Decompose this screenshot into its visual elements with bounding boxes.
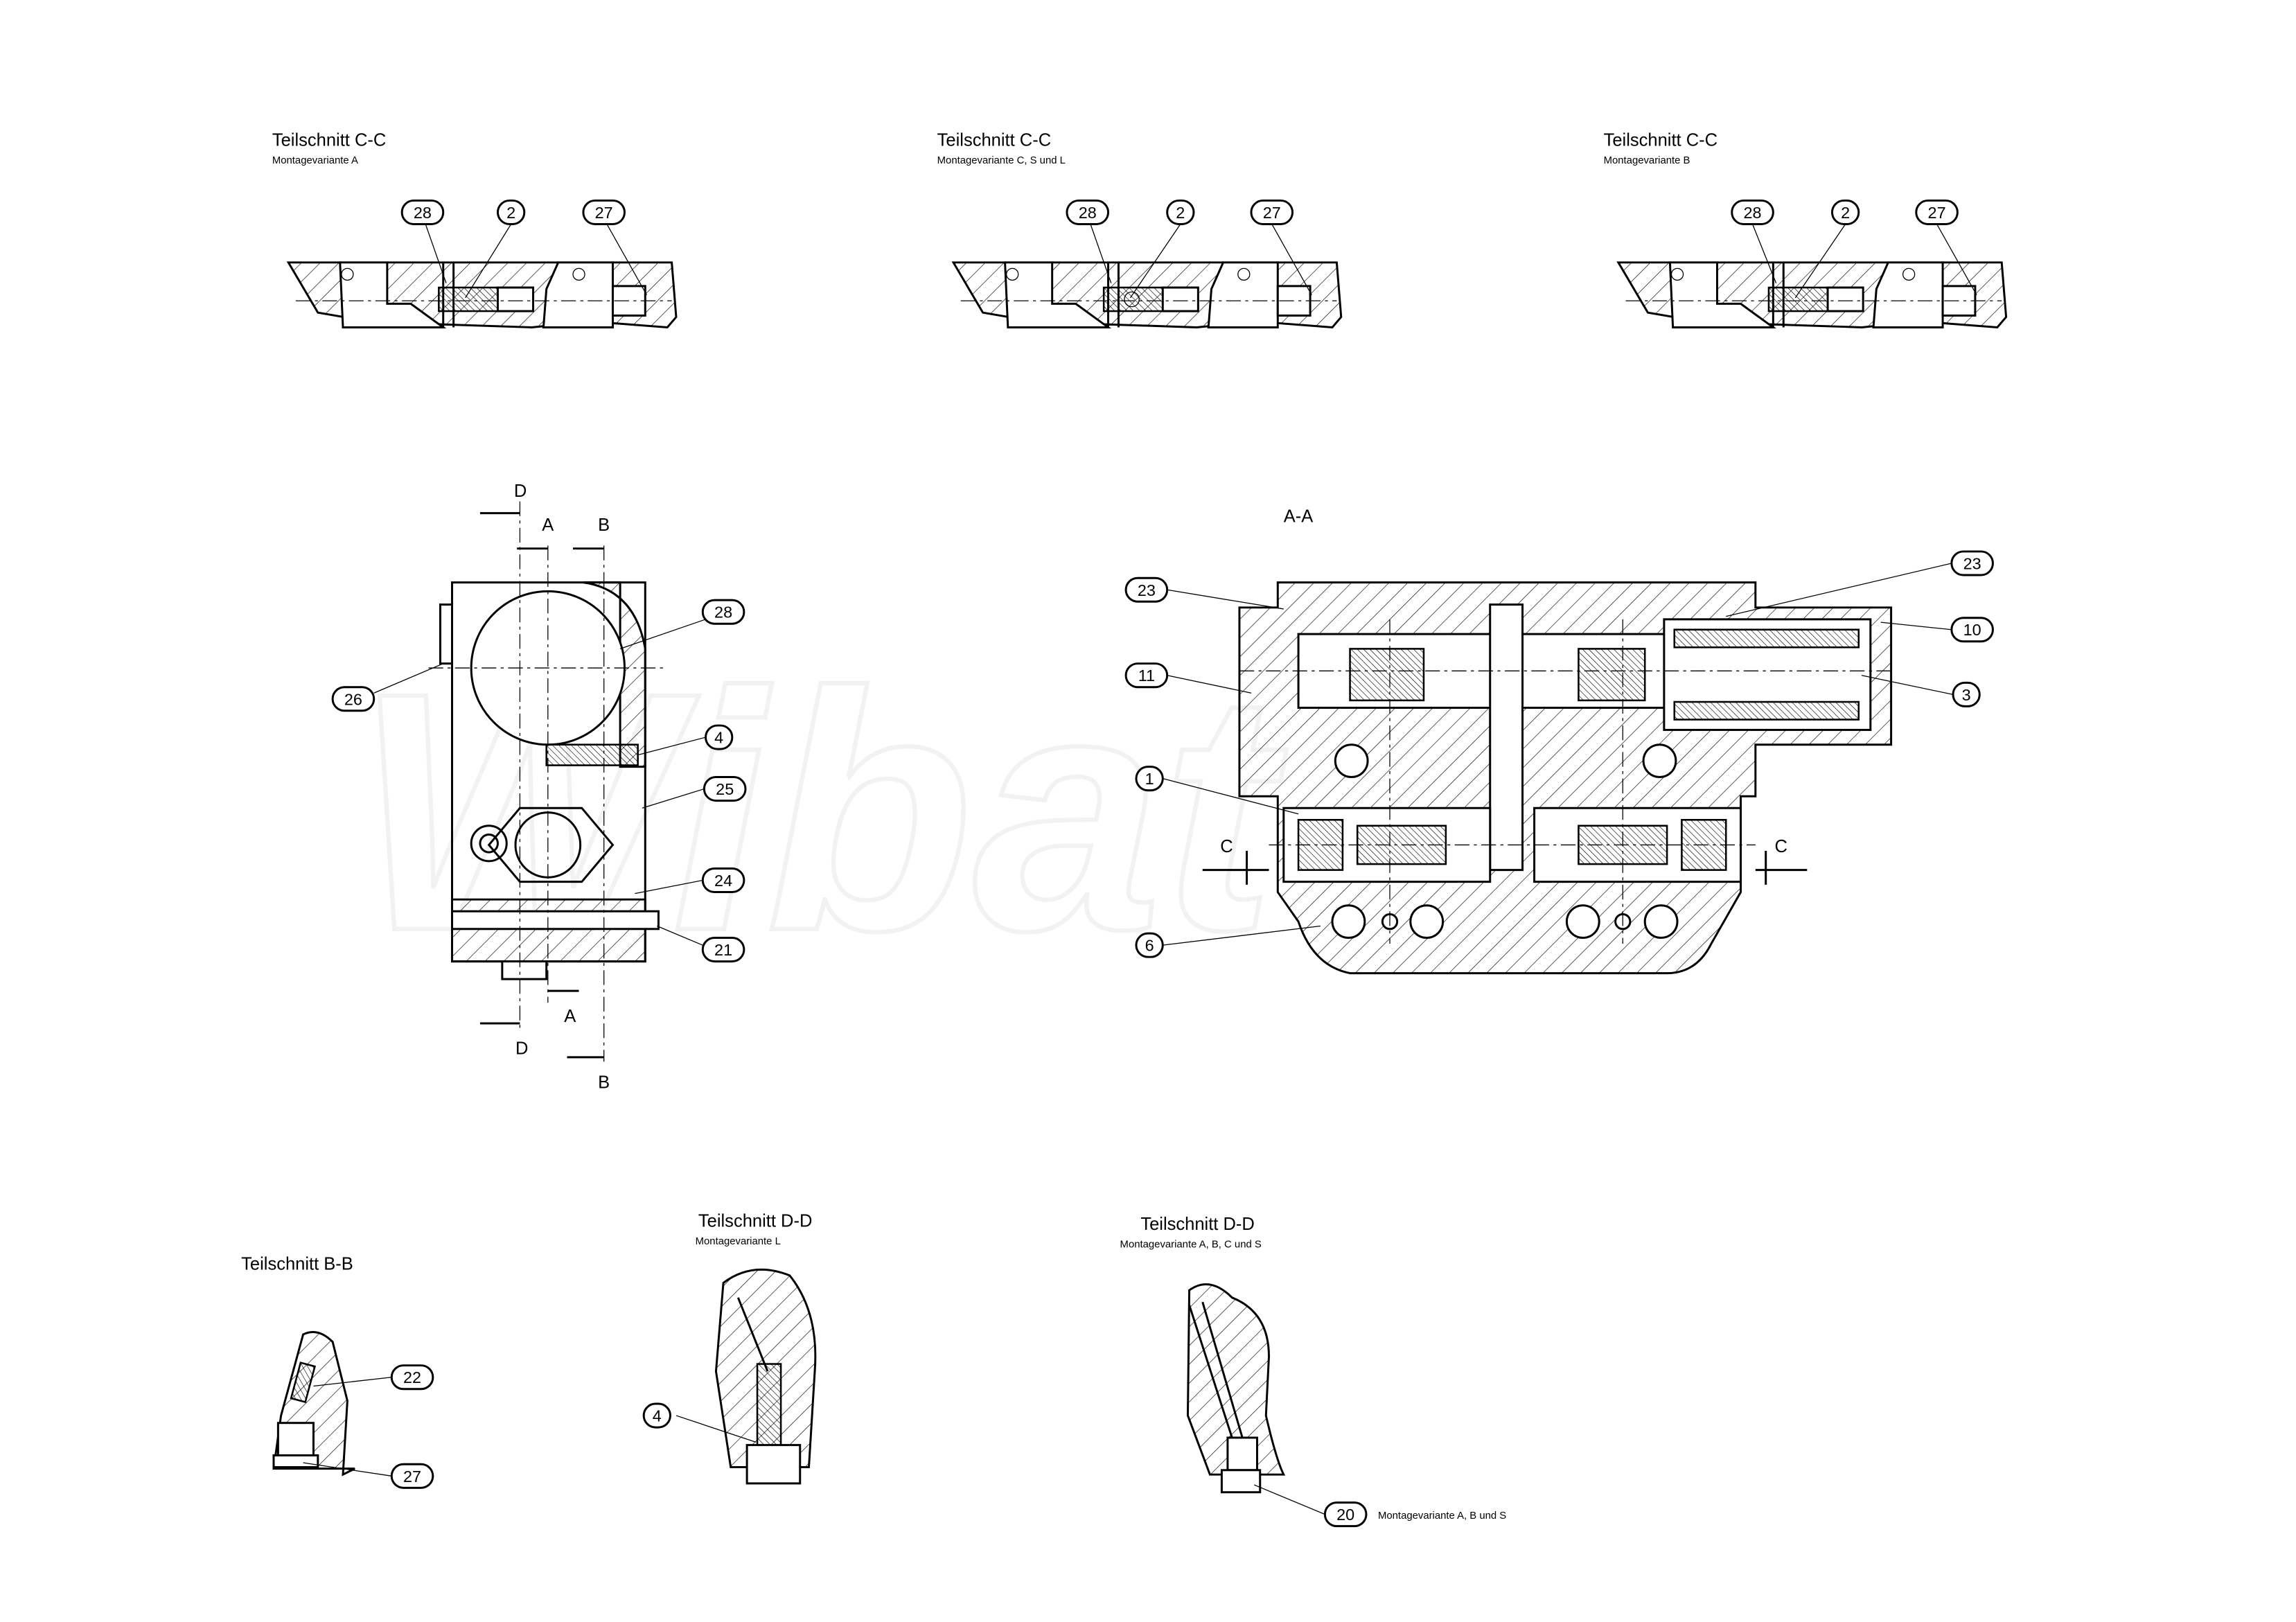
balloon-22: 22 [403,1368,421,1386]
cut-label-a-bottom: A [564,1007,576,1026]
balloon-2: 2 [1841,204,1850,222]
cut-label-b-top: B [598,515,610,535]
section-cc-2: Teilschnitt C-C Montagevariante C, S und… [937,131,1343,328]
section-subtitle: Montagevariante A, B, C und S [1120,1239,1262,1250]
balloon-24: 24 [714,872,732,890]
balloon-27: 27 [403,1467,421,1486]
balloon-27: 27 [1263,204,1281,222]
section-title: Teilschnitt C-C [1604,131,1717,150]
balloon-26: 26 [344,690,362,708]
side-view: D A B A D B 28 26 4 25 24 21 [331,482,747,1093]
section-subtitle: Montagevariante B [1604,155,1690,166]
balloon-23-left: 23 [1138,581,1156,599]
balloon-27: 27 [1928,204,1946,222]
cut-label-a-top: A [542,515,554,535]
balloon-11: 11 [1138,667,1155,685]
section-subtitle: Montagevariante A [272,155,358,166]
balloon-3: 3 [1962,686,1971,704]
balloon-20: 20 [1336,1506,1354,1524]
balloon-6: 6 [1145,937,1154,955]
section-title: Teilschnitt C-C [272,131,386,150]
section-title: A-A [1284,506,1314,526]
balloon-25: 25 [716,780,734,798]
balloon-4: 4 [653,1407,662,1425]
balloon-28: 28 [1744,204,1762,222]
balloon-4: 4 [714,729,723,747]
balloon-28: 28 [414,204,432,222]
balloon-10: 10 [1963,621,1981,639]
cut-label-c-right: C [1774,837,1787,856]
balloon-2: 2 [1176,204,1185,222]
balloon-28: 28 [714,603,732,622]
balloon-27: 27 [595,204,613,222]
balloon-23-right: 23 [1963,554,1981,572]
section-subtitle: Montagevariante C, S und L [937,155,1066,166]
section-cc-3: Teilschnitt C-C Montagevariante B 28 2 2… [1604,131,2008,328]
section-aa: A-A C C 23 11 1 6 23 10 3 [1124,506,1994,975]
section-title: Teilschnitt D-D [698,1212,812,1231]
balloon-20-note: Montagevariante A, B und S [1378,1510,1506,1522]
section-title: Teilschnitt D-D [1140,1215,1254,1234]
section-title: Teilschnitt C-C [937,131,1051,150]
section-dd-l: Teilschnitt D-D Montagevariante L 4 [642,1212,817,1485]
cut-label-b-bottom: B [598,1073,610,1093]
cut-label-c-left: C [1220,837,1233,856]
balloon-21: 21 [714,941,732,959]
section-subtitle: Montagevariante L [696,1236,781,1247]
cut-label-d-top: D [514,482,527,501]
balloon-2: 2 [506,204,515,222]
section-dd-abcs: Teilschnitt D-D Montagevariante A, B, C … [1120,1215,1506,1528]
section-cc-1: Teilschnitt C-C Montagevariante A 28 2 2… [272,131,678,328]
section-bb: Teilschnitt B-B 22 27 [241,1254,434,1489]
balloon-1: 1 [1145,770,1154,788]
section-title: Teilschnitt B-B [241,1254,353,1273]
cut-label-d-bottom: D [515,1039,528,1059]
balloon-28: 28 [1079,204,1097,222]
